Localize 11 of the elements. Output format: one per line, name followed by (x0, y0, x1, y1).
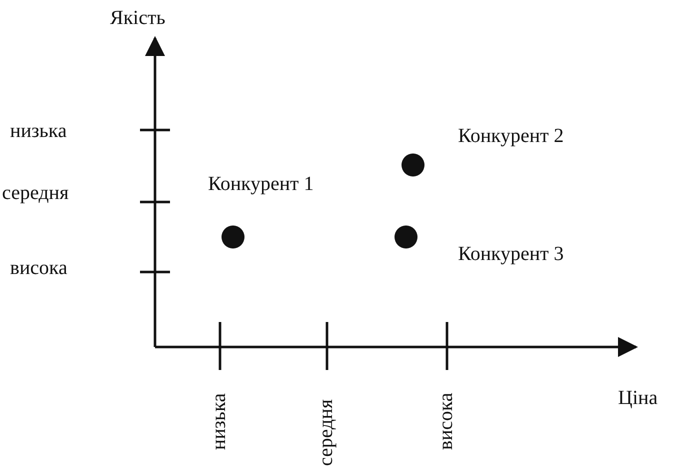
point-label: Конкурент 2 (458, 126, 564, 146)
point-label: Конкурент 3 (458, 244, 564, 264)
tick-label: низька (10, 121, 67, 141)
tick-label: низька (209, 393, 229, 450)
tick-label: висока (436, 392, 456, 450)
tick-label: висока (10, 258, 68, 278)
tick-label: середня (2, 183, 69, 203)
axis-title: Ціна (618, 388, 658, 408)
tick-label: середня (316, 399, 336, 466)
point-label: Конкурент 1 (208, 174, 314, 194)
axis-title: Якість (110, 8, 166, 28)
